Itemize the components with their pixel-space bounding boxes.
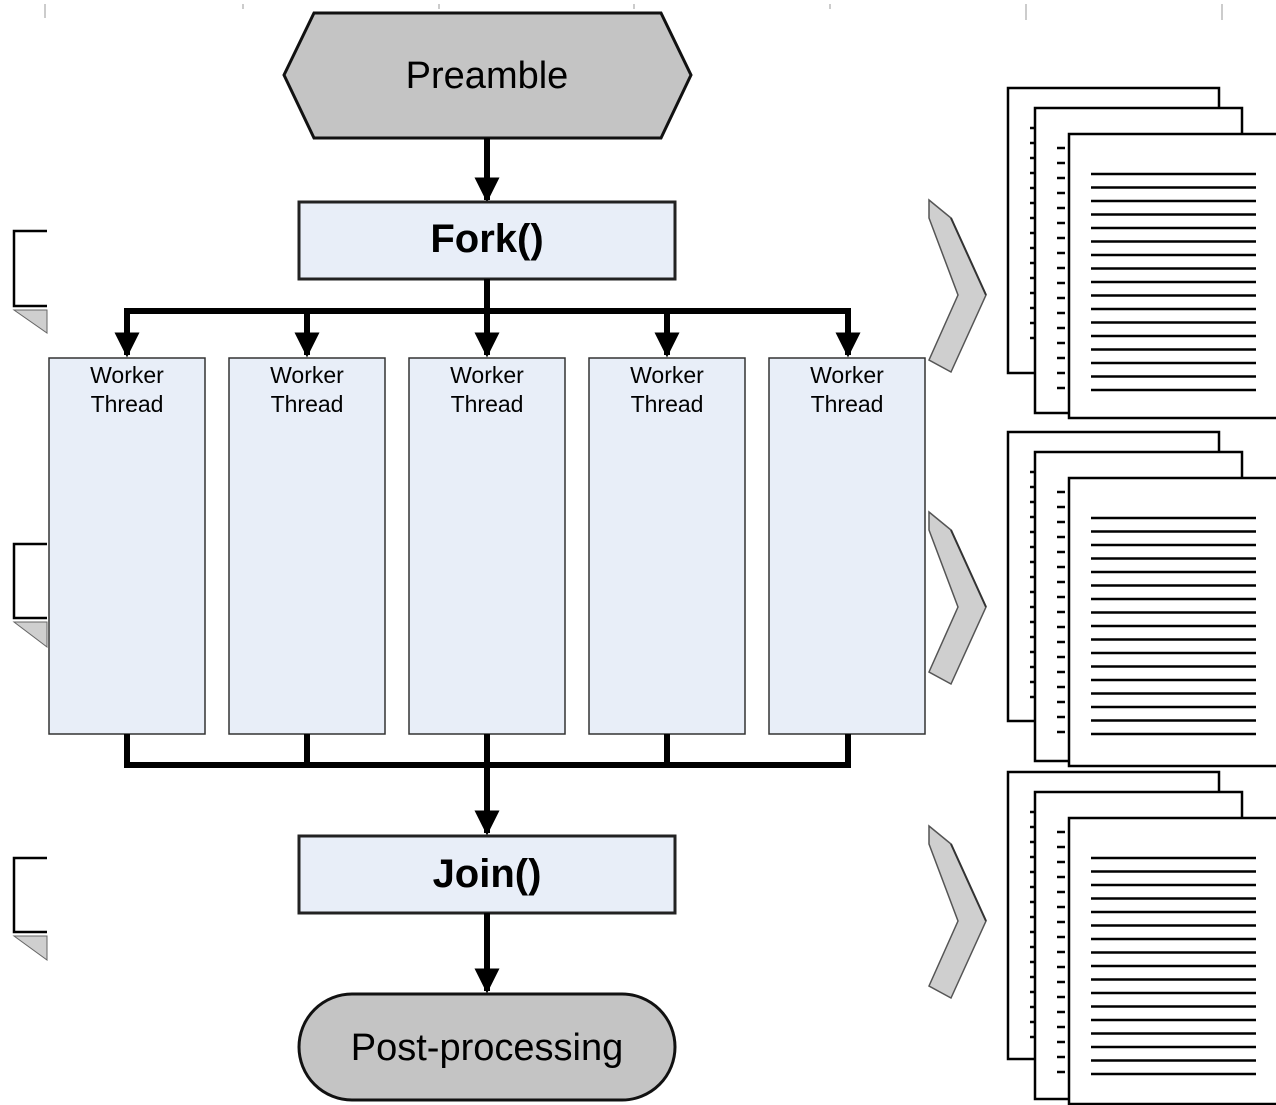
worker-thread-1: Worker Thread [48, 357, 206, 735]
document-stack-icon [1006, 770, 1276, 1105]
fork-branch-arrows [114, 311, 861, 358]
worker-thread-5: Worker Thread [768, 357, 926, 735]
document-stacks [1006, 86, 1276, 1105]
worker-label-line2: Thread [811, 391, 884, 417]
chevron-arrow-icon [928, 824, 987, 1000]
worker-label-line2: Thread [451, 391, 524, 417]
join-box [297, 834, 677, 915]
worker-label-line2: Thread [91, 391, 164, 417]
left-page-fragment-top [12, 229, 48, 334]
worker-label-line1: Worker [90, 362, 164, 388]
worker-label-line2: Thread [631, 391, 704, 417]
post-processing-shape [297, 992, 677, 1102]
chevron-arrow-icon [928, 198, 987, 374]
worker-label-line2: Thread [271, 391, 344, 417]
worker-thread-2: Worker Thread [228, 357, 386, 735]
worker-label-line1: Worker [270, 362, 344, 388]
left-page-fragment-middle [12, 542, 48, 649]
right-chevrons [928, 198, 987, 1000]
worker-label-line1: Worker [630, 362, 704, 388]
worker-label-line1: Worker [810, 362, 884, 388]
worker-thread-4: Worker Thread [588, 357, 746, 735]
document-stack-icon [1006, 430, 1276, 768]
fork-label: Fork() [430, 217, 543, 261]
worker-thread-3: Worker Thread [408, 357, 566, 735]
join-label: Join() [433, 852, 542, 896]
worker-label-line1: Worker [450, 362, 524, 388]
worker-box [768, 357, 926, 735]
worker-box [408, 357, 566, 735]
chevron-arrow-icon [928, 510, 987, 686]
top-ruler-ticks [44, 4, 1223, 20]
join-collection [124, 734, 851, 768]
preamble-label: Preamble [406, 55, 569, 97]
document-stack-icon [1006, 86, 1276, 420]
fork-box [297, 200, 677, 281]
post-processing-label: Post-processing [351, 1027, 623, 1069]
preamble-shape [282, 11, 693, 140]
left-page-fragment-bottom [12, 856, 48, 961]
worker-box [588, 357, 746, 735]
